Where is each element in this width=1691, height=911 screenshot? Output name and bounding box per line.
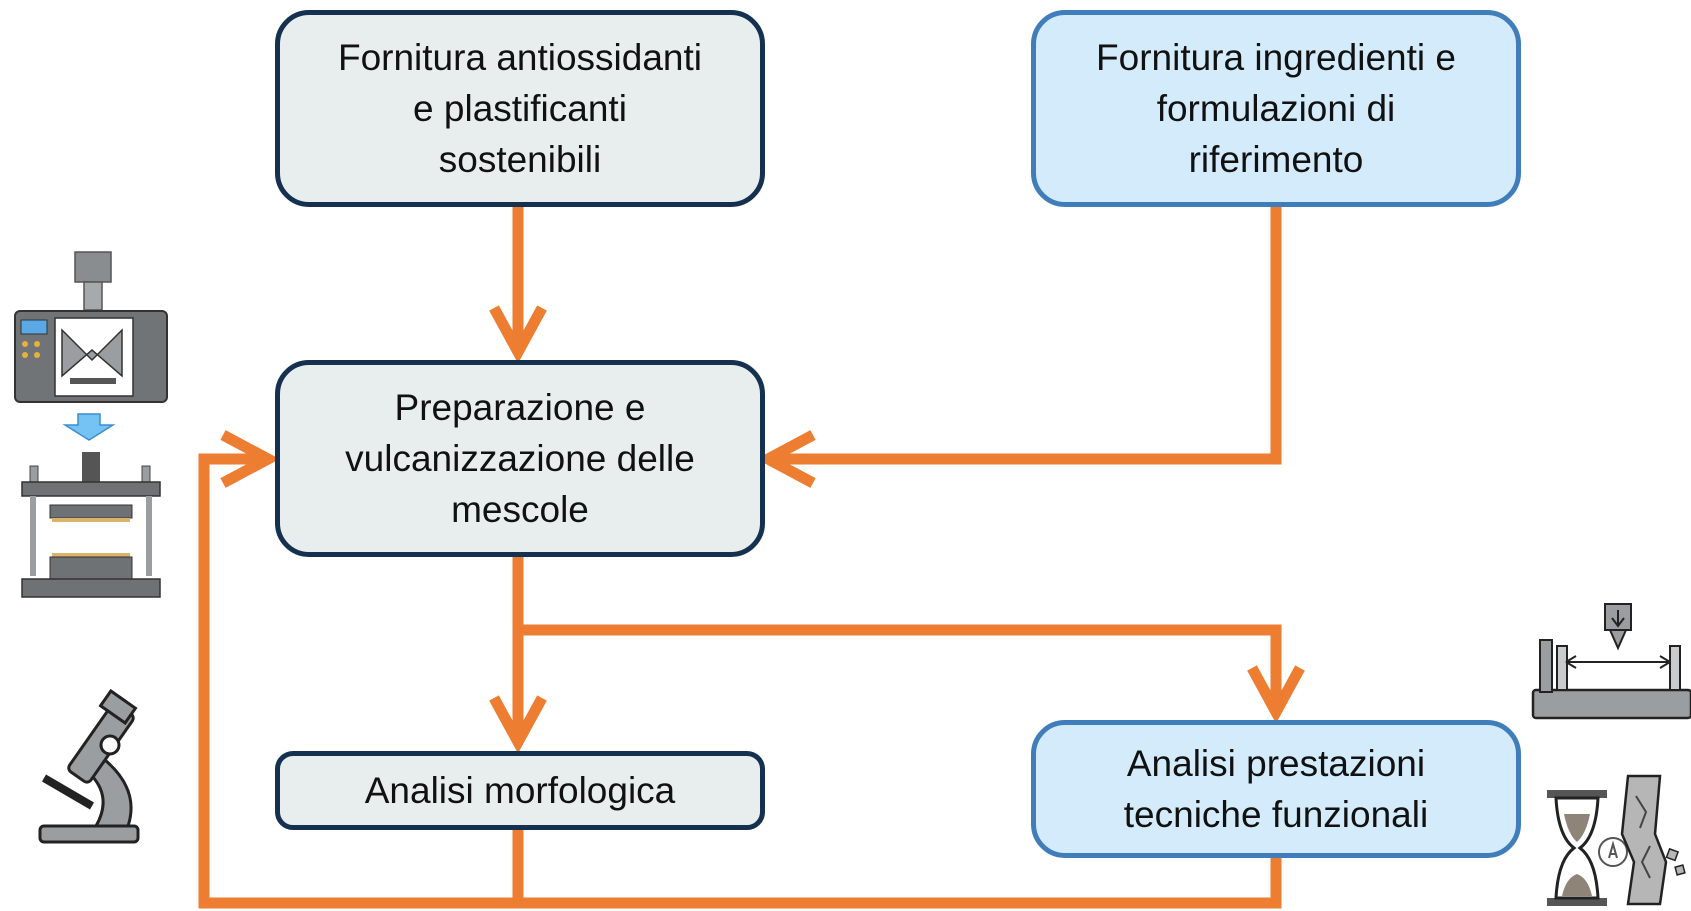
- box-fornitura-ingredienti: Fornitura ingredienti e formulazioni di …: [1031, 10, 1521, 207]
- arrowhead: [489, 305, 547, 364]
- box-analisi-morfologica: Analisi morfologica: [275, 751, 765, 830]
- box-label: Preparazione e vulcanizzazione delle mes…: [345, 387, 695, 530]
- hydraulic-press-icon: [21, 452, 161, 598]
- arrow-preparazione-to-prestazioni: [518, 624, 1282, 712]
- tensile-tester-icon: [1531, 603, 1691, 720]
- feedback-loop-line: [512, 830, 1282, 909]
- box-fornitura-antiossidanti: Fornitura antiossidanti e plastificanti …: [275, 10, 765, 207]
- arrowhead: [220, 430, 280, 488]
- arrowhead: [489, 695, 547, 754]
- arrowhead: [1247, 665, 1305, 724]
- arrow-ingredienti-to-preparazione: [768, 207, 1282, 465]
- box-label: Analisi prestazioni tecniche funzionali: [1123, 743, 1429, 835]
- box-analisi-prestazioni: Analisi prestazioni tecniche funzionali: [1031, 720, 1521, 858]
- mixer-machine-icon: [14, 251, 168, 403]
- box-label: Analisi morfologica: [364, 770, 676, 811]
- box-label: Fornitura ingredienti e formulazioni di …: [1096, 37, 1456, 180]
- microscope-icon: [38, 688, 140, 844]
- aging-hourglass-icon: [1547, 774, 1686, 906]
- down-arrow-icon: [62, 413, 116, 441]
- feedback-loop-line: [198, 453, 518, 909]
- arrowhead: [756, 430, 816, 488]
- box-preparazione-vulcanizzazione: Preparazione e vulcanizzazione delle mes…: [275, 360, 765, 557]
- box-label: Fornitura antiossidanti e plastificanti …: [337, 37, 703, 180]
